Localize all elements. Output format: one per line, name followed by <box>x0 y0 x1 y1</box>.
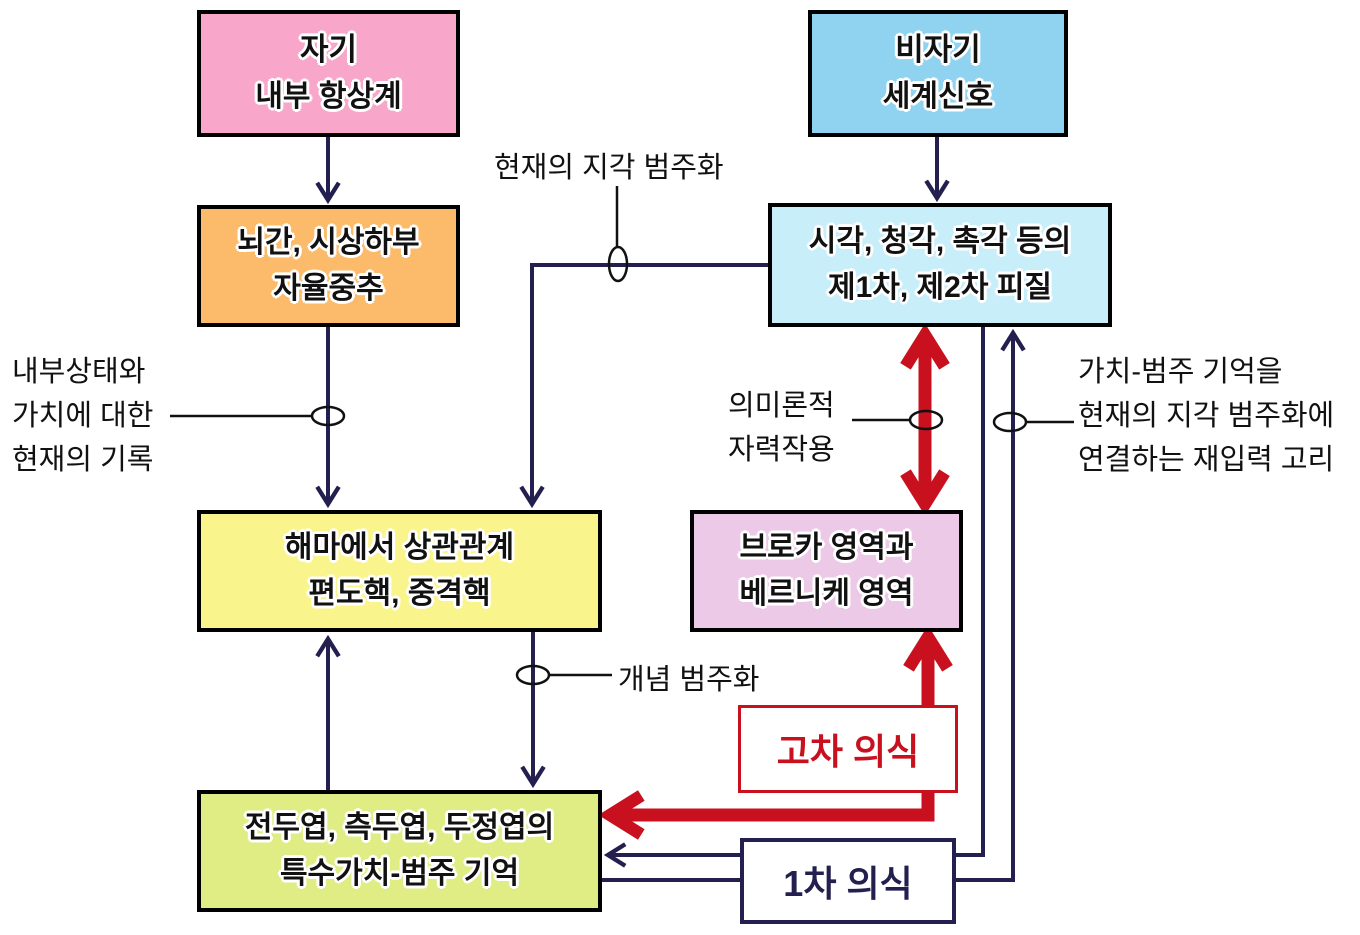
box-brainstem-line1: 뇌간, 시상하부 <box>237 225 420 259</box>
box-nonself: 비자기 세계신호 <box>808 10 1068 137</box>
box-broca-line1: 브로카 영역과 <box>739 530 914 564</box>
box-brainstem-hypothalamus: 뇌간, 시상하부 자율중추 <box>197 205 460 327</box>
label-internal-record-line1: 내부상태와 <box>12 356 146 388</box>
box-value-category-memory: 전두엽, 측두엽, 두정엽의 특수가치-범주 기억 <box>197 790 602 912</box>
label-reentrant-loop: 가치-범주 기억을 현재의 지각 범주화에 연결하는 재입력 고리 <box>1078 350 1334 482</box>
box-sensory-cortex: 시각, 청각, 촉각 등의 제1차, 제2차 피질 <box>768 203 1112 327</box>
box-broca-wernicke: 브로카 영역과 베르니케 영역 <box>690 510 963 632</box>
arrow-memory-to-cortex-reentrant <box>602 328 1026 882</box>
box-brainstem-line2: 자율중추 <box>273 272 384 305</box>
loop-marker-internal-record <box>310 405 346 427</box>
box-higher-consciousness: 고차 의식 <box>738 705 958 793</box>
arrow-cortex-to-memory-reentrant <box>603 327 985 868</box>
box-self-title: 자기 <box>299 32 358 68</box>
label-perceptual-categorization: 현재의 지각 범주화 <box>494 152 724 184</box>
box-self: 자기 내부 항상계 <box>197 10 460 137</box>
label-internal-record: 내부상태와 가치에 대한 현재의 기록 <box>12 350 153 482</box>
box-nonself-title: 비자기 <box>895 32 981 68</box>
arrow-higher-consciousness-loop <box>598 625 953 840</box>
box-memory-line1: 전두엽, 측두엽, 두정엽의 <box>244 810 555 844</box>
box-hippocampus-correlation: 해마에서 상관관계 편도핵, 중격핵 <box>197 510 602 632</box>
label-semantic-bootstrap-line1: 의미론적 <box>728 390 835 422</box>
box-self-subtitle: 내부 항상계 <box>255 80 402 114</box>
box-nonself-subtitle: 세계신호 <box>882 80 994 114</box>
box-primary-consciousness: 1차 의식 <box>740 838 956 924</box>
loop-marker-perceptual-categorization <box>607 245 629 283</box>
box-broca-line2: 베르니케 영역 <box>739 577 914 610</box>
label-conceptual-categorization: 개념 범주화 <box>618 664 760 696</box>
box-cortex-line1: 시각, 청각, 촉각 등의 <box>808 224 1072 258</box>
loop-marker-reentrant-loop <box>992 411 1028 433</box>
arrow-cortex-to-hippocampus <box>519 263 768 509</box>
label-reentrant-loop-line2: 현재의 지각 범주화에 <box>1078 400 1335 433</box>
higher-consciousness-label: 고차 의식 <box>776 731 920 772</box>
loop-marker-semantic-bootstrap <box>908 409 944 431</box>
label-reentrant-loop-line1: 가치-범주 기억을 <box>1078 356 1283 388</box>
label-semantic-bootstrap: 의미론적 자력작용 <box>728 384 835 472</box>
label-reentrant-loop-line3: 연결하는 재입력 고리 <box>1078 444 1335 477</box>
box-hippocampus-line2: 편도핵, 중격핵 <box>308 577 491 610</box>
primary-consciousness-label: 1차 의식 <box>783 863 913 904</box>
label-semantic-bootstrap-line2: 자력작용 <box>728 434 835 467</box>
box-cortex-line2: 제1차, 제2차 피질 <box>828 271 1052 304</box>
box-memory-line2: 특수가치-범주 기억 <box>279 857 520 890</box>
label-internal-record-line2: 가치에 대한 <box>12 400 154 433</box>
box-hippocampus-line1: 해마에서 상관관계 <box>284 530 515 564</box>
label-internal-record-line3: 현재의 기록 <box>12 444 154 477</box>
loop-marker-conceptual-categorization <box>515 664 551 686</box>
